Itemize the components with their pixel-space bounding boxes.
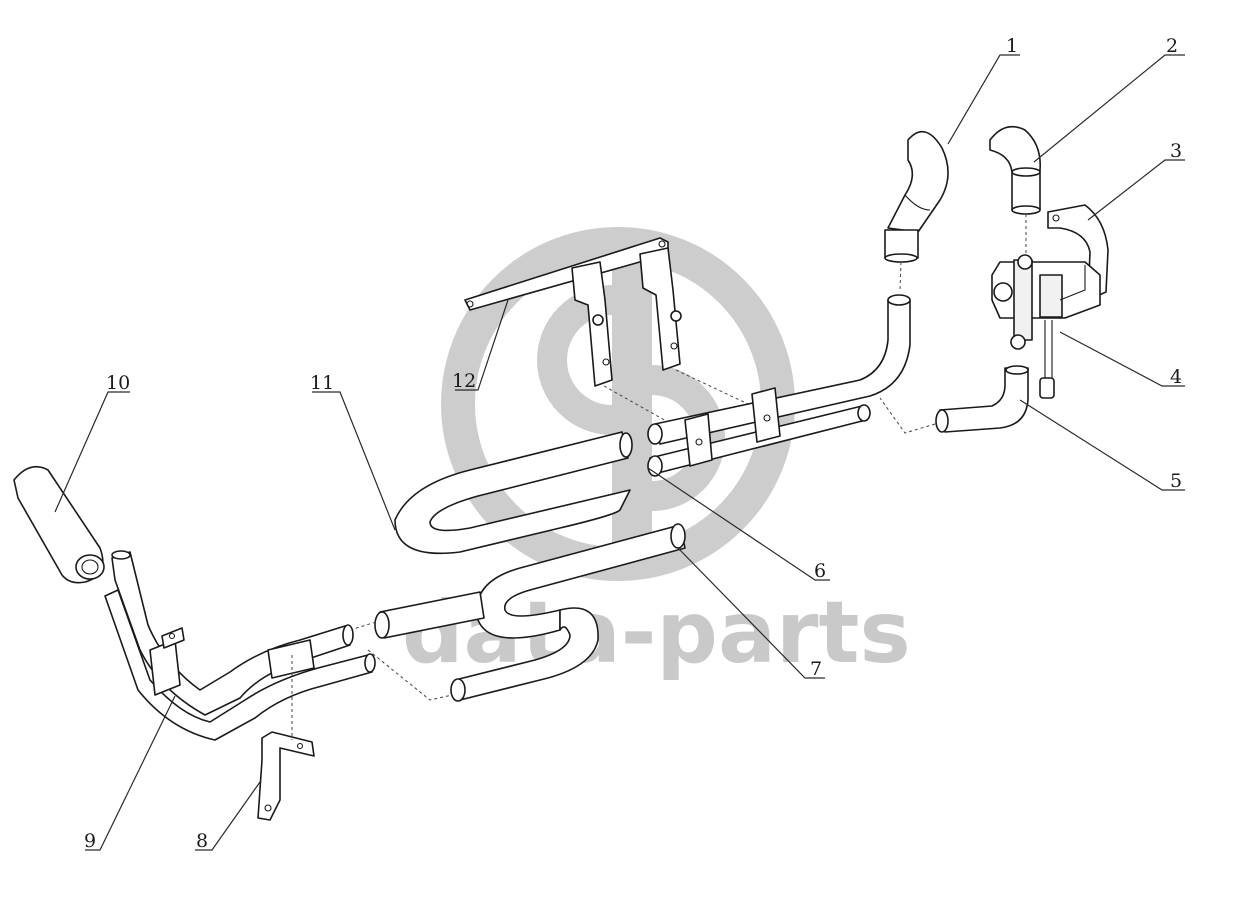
part-12-bracket	[464, 237, 682, 387]
callout-9: 9	[84, 830, 96, 852]
callout-10: 10	[106, 372, 130, 394]
part-8-bracket	[257, 731, 315, 821]
part-9-pipe-assembly	[104, 550, 376, 741]
callout-8: 8	[196, 830, 208, 852]
callout-labels: 1 2 3 4 5 6 7 8 9 10 11 12	[84, 35, 1182, 852]
callout-3: 3	[1170, 140, 1182, 162]
part-4-valve	[991, 254, 1101, 399]
part-2-elbow-hose	[989, 125, 1042, 215]
straight-hoses	[374, 591, 485, 639]
callout-2: 2	[1166, 35, 1178, 57]
part-11-s-hose	[394, 431, 633, 555]
callout-11: 11	[310, 372, 334, 394]
callout-6: 6	[814, 560, 826, 582]
callout-7: 7	[810, 658, 822, 680]
part-10-hose	[13, 465, 105, 584]
part-1-hose	[884, 130, 949, 263]
callout-1: 1	[1006, 35, 1018, 57]
part-7-u-hose	[450, 523, 686, 702]
callout-12: 12	[452, 370, 476, 392]
callout-4: 4	[1170, 366, 1182, 388]
callout-5: 5	[1170, 470, 1182, 492]
leader-lines	[54, 54, 1185, 851]
part-6-pipe-assembly	[647, 294, 911, 477]
part-5-elbow-hose	[935, 365, 1029, 433]
